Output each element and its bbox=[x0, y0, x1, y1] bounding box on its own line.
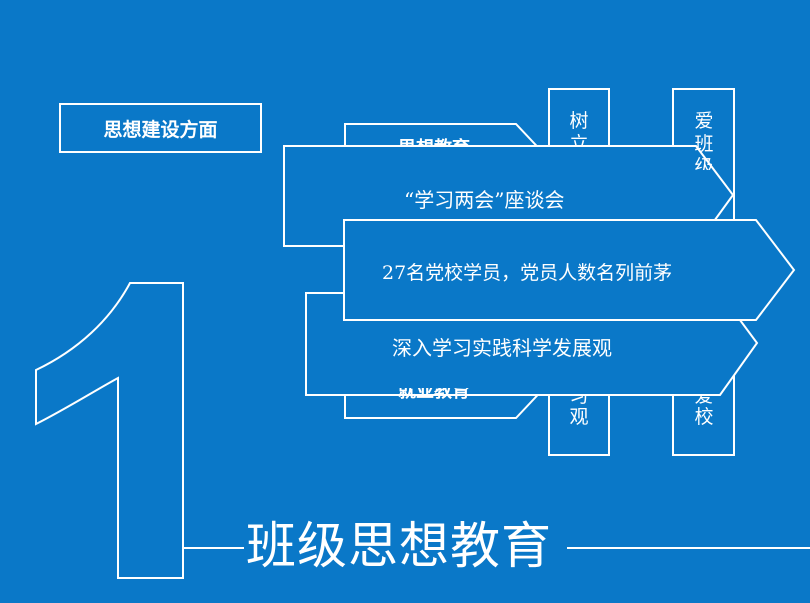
back-arrow-bottom-text: 就业教育 bbox=[398, 388, 470, 402]
arrow-third-text: 深入学习实践科学发展观 bbox=[392, 336, 612, 360]
pillar-left-top-text: 树 立 bbox=[569, 110, 589, 146]
section-label-text: 思想建设方面 bbox=[103, 118, 218, 141]
back-arrow-top-text: 思想教育 bbox=[398, 134, 470, 146]
pillar-right-top-text: 爱 班 级 bbox=[694, 110, 714, 170]
arrow-first-text: “学习两会”座谈会 bbox=[404, 188, 565, 212]
section-label: 思想建设方面 bbox=[59, 103, 262, 153]
section-title: 班级思想教育 bbox=[244, 514, 554, 578]
arrow-second-shape bbox=[343, 219, 796, 321]
pillar-left-bottom-text: 习 观 bbox=[569, 396, 589, 428]
arrow-second-text: 27名党校学员，党员人数名列前茅 bbox=[382, 262, 673, 284]
pillar-right-bottom-text: 爱 校 bbox=[694, 396, 714, 428]
big-number-one-outline bbox=[35, 282, 184, 579]
